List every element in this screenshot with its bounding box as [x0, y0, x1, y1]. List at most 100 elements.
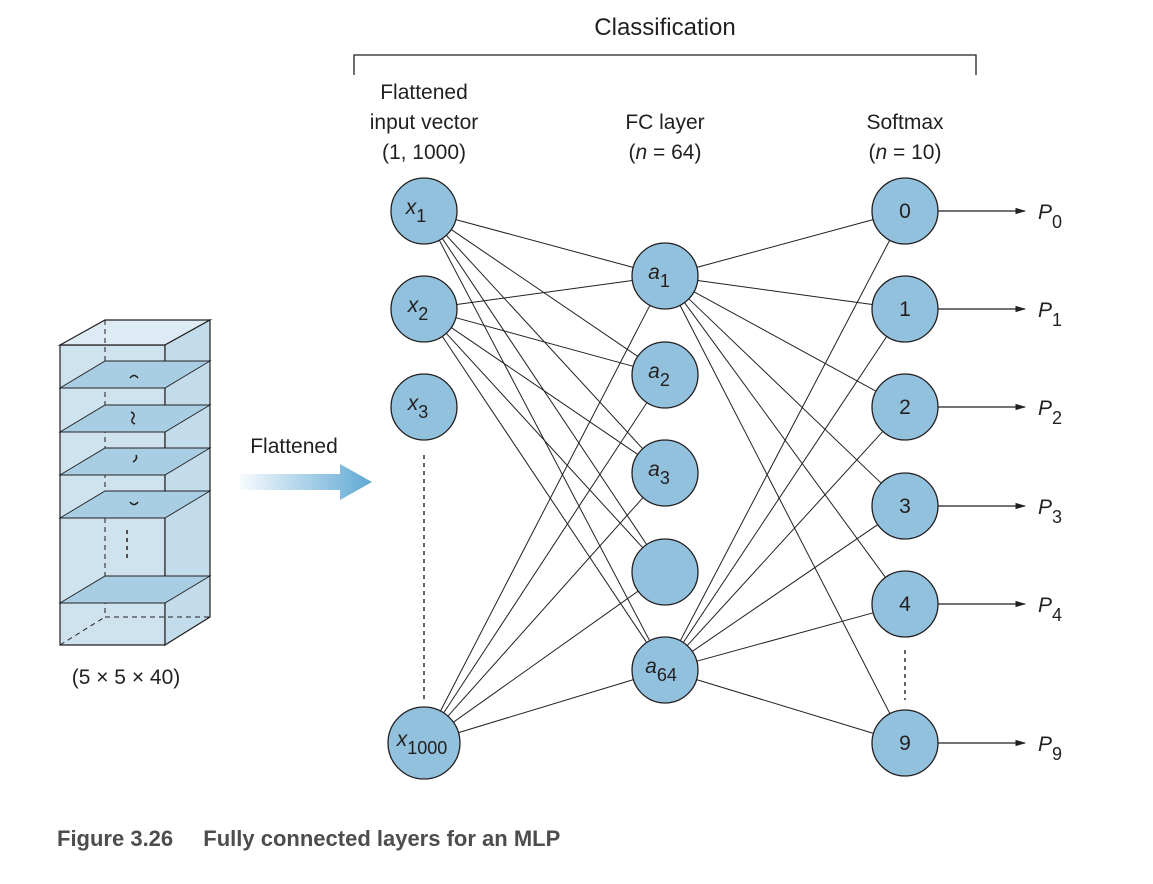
flattened-arrow: [240, 464, 372, 500]
figure-number: Figure 3.26: [57, 826, 174, 851]
softmax-label-open: (: [869, 141, 876, 164]
output-label-p3: P3: [1038, 496, 1062, 527]
neuron-var: a: [648, 261, 660, 284]
softmax-neuron-4: 4: [871, 570, 939, 638]
output-var: P: [1038, 299, 1052, 322]
fc-label-line1: FC layer: [625, 111, 704, 134]
neuron-var: x: [396, 728, 409, 751]
connection-line: [455, 219, 634, 268]
neuron-sub: 1: [660, 271, 670, 291]
slice-mark: [132, 454, 138, 463]
connection-line: [447, 497, 644, 717]
neuron-var: a: [648, 458, 660, 481]
output-var: P: [1038, 594, 1052, 617]
connections: [438, 219, 891, 734]
connection-line: [456, 280, 633, 305]
output-label-p1: P1: [1038, 299, 1062, 330]
connection-line: [443, 402, 648, 714]
connection-line: [682, 336, 888, 643]
slice-mark: [129, 374, 139, 379]
volume-dims-label: (5 × 5 × 40): [72, 666, 181, 689]
neuron-var: x: [407, 392, 420, 415]
output-sub: 3: [1052, 507, 1062, 527]
output-sub: 4: [1052, 605, 1062, 625]
softmax-neuron-label: 3: [899, 495, 911, 518]
connection-line: [697, 280, 873, 305]
svg-text:a3: a3: [648, 458, 670, 488]
softmax-neuron-9: 9: [871, 709, 939, 777]
output-var: P: [1038, 201, 1052, 224]
input-label-line3: (1, 1000): [382, 141, 466, 164]
output-label-p4: P4: [1038, 594, 1062, 625]
connection-line: [696, 219, 874, 268]
input-neuron-x1: x1: [390, 177, 458, 245]
connection-line: [696, 679, 874, 734]
connection-line: [686, 431, 884, 646]
connection-line: [679, 305, 891, 714]
fc-layer: a1 a2 a3 a64: [631, 242, 699, 704]
output-sub: 9: [1052, 744, 1062, 764]
neuron-var: x: [405, 196, 418, 219]
svg-text:x3: x3: [407, 392, 429, 422]
softmax-label-n: n: [876, 141, 888, 164]
volume-slice: [58, 404, 212, 433]
fc-neuron-a64: a64: [631, 636, 699, 704]
connection-line: [453, 590, 639, 723]
input-neuron-x1000: x1000: [387, 706, 461, 780]
input-layer-label: Flattened input vector (1, 1000): [370, 81, 479, 164]
fc-neuron-a1: a1: [631, 242, 699, 310]
connection-line: [679, 239, 891, 642]
fc-neuron-a3: a3: [631, 439, 699, 507]
svg-text:a64: a64: [645, 655, 677, 685]
connection-line: [445, 332, 644, 549]
feature-volume: [57, 318, 213, 647]
connection-line: [440, 305, 651, 712]
softmax-neuron-label: 0: [899, 200, 911, 223]
softmax-layer: 0 1 2 3 4 9: [871, 177, 939, 777]
softmax-neuron-3: 3: [871, 472, 939, 540]
softmax-neuron-2: 2: [871, 373, 939, 441]
softmax-neuron-label: 4: [899, 593, 911, 616]
softmax-neuron-1: 1: [871, 275, 939, 343]
volume-side-face: [164, 318, 211, 647]
softmax-neuron-label: 9: [899, 732, 911, 755]
svg-text:a1: a1: [648, 261, 670, 291]
softmax-neuron-0: 0: [871, 177, 939, 245]
output-labels: P0 P1 P2 P3 P4 P9: [1038, 201, 1062, 764]
svg-text:x1: x1: [405, 196, 427, 226]
svg-text:a2: a2: [648, 360, 670, 390]
neuron-sub: 2: [418, 304, 428, 324]
svg-text:x2: x2: [407, 294, 429, 324]
input-label-line1: Flattened: [380, 81, 468, 104]
softmax-label-eq: = 10): [887, 141, 941, 164]
svg-text:x1000: x1000: [396, 728, 448, 758]
connection-line: [455, 317, 634, 367]
neuron-sub: 1: [416, 206, 426, 226]
output-sub: 0: [1052, 212, 1062, 232]
fc-label-eq: = 64): [647, 141, 701, 164]
connection-line: [693, 291, 877, 392]
output-var: P: [1038, 733, 1052, 756]
softmax-label-line2: (n = 10): [869, 141, 942, 164]
output-var: P: [1038, 397, 1052, 420]
connection-line: [696, 612, 874, 662]
input-label-line2: input vector: [370, 111, 479, 134]
neuron-var: x: [407, 294, 420, 317]
output-sub: 1: [1052, 310, 1062, 330]
output-arrows: [938, 207, 1027, 747]
output-label-p0: P0: [1038, 201, 1062, 232]
classification-title: Classification: [594, 14, 735, 41]
neuron-sub: 3: [418, 402, 428, 422]
classification-bracket: [353, 54, 977, 75]
input-layer: x1 x2 x3 x1000: [387, 177, 461, 780]
fc-neuron-a2: a2: [631, 341, 699, 409]
fc-neuron-unlabeled: [631, 538, 699, 606]
neuron-var: a: [645, 655, 657, 678]
connection-line: [458, 679, 634, 734]
neuron-sub: 3: [660, 468, 670, 488]
slice-mark: [130, 411, 136, 425]
volume-slice: [58, 360, 212, 389]
flattened-arrow-label: Flattened: [250, 435, 338, 458]
fc-label-line2: (n = 64): [629, 141, 702, 164]
connection-line: [441, 336, 648, 643]
